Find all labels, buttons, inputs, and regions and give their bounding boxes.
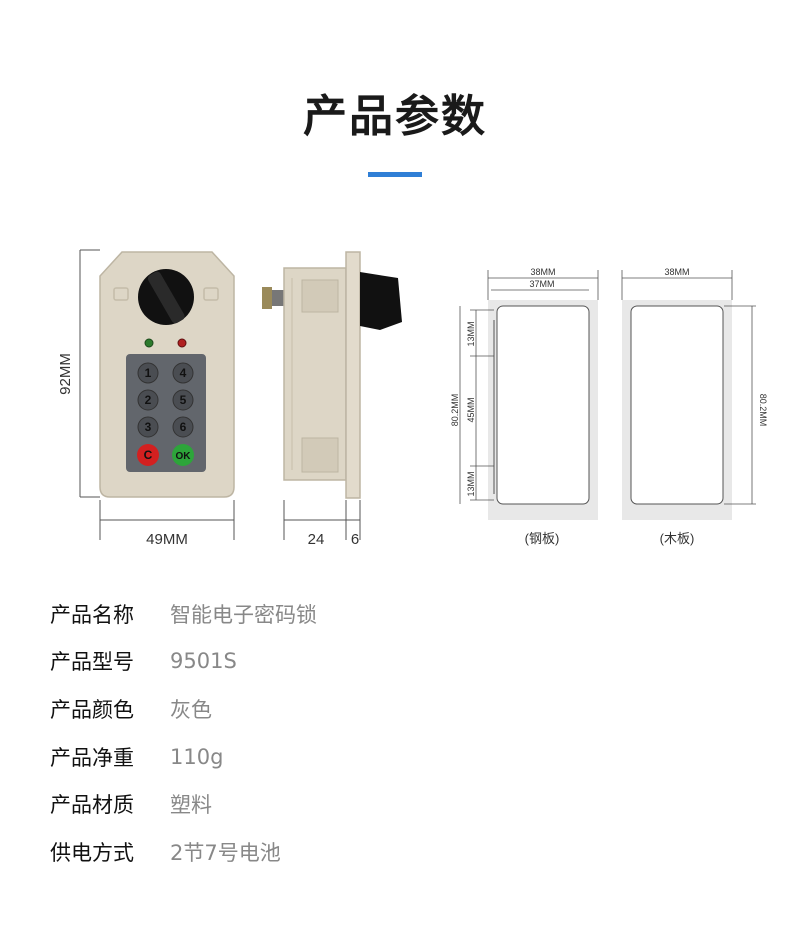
steel-height-label: 80.2MM (450, 394, 460, 427)
wood-caption: (木板) (660, 531, 695, 546)
title-underline (368, 172, 422, 177)
spec-row-model: 产品型号 9501S (50, 638, 317, 686)
wood-plate-diagram: 38MM 80.2MM (木板) (621, 267, 768, 546)
spec-row-weight: 产品净重 110g (50, 733, 317, 781)
spec-label: 供电方式 (50, 840, 134, 865)
side-knob (360, 272, 402, 330)
key-6: 6 (180, 420, 187, 434)
height-label: 92MM (57, 353, 74, 395)
side-view: 24 6 (262, 251, 402, 548)
spec-value: 110g (170, 744, 224, 769)
spec-value: 2节7号电池 (170, 840, 281, 865)
green-led (144, 338, 154, 348)
spec-row-power: 供电方式 2节7号电池 (50, 828, 317, 876)
spec-label: 产品颜色 (50, 697, 134, 722)
spec-label: 产品型号 (50, 650, 134, 675)
spec-value: 9501S (170, 649, 237, 674)
spec-label: 产品材质 (50, 793, 134, 818)
spec-value: 灰色 (170, 697, 212, 722)
spec-value: 塑料 (170, 793, 212, 818)
spec-list: 产品名称 智能电子密码锁 产品型号 9501S 产品颜色 灰色 产品净重 110… (50, 590, 317, 876)
spec-label: 产品名称 (50, 602, 134, 627)
key-3: 3 (145, 420, 152, 434)
front-view: 92MM 49MM 1 4 2 5 3 6 (57, 249, 235, 548)
spec-label: 产品净重 (50, 745, 134, 770)
width-label: 49MM (146, 531, 188, 548)
spec-row-material: 产品材质 塑料 (50, 780, 317, 828)
steel-inner-width-label: 37MM (529, 279, 554, 289)
steel-caption: (钢板) (525, 531, 560, 546)
face-plate (345, 251, 361, 499)
key-5: 5 (180, 393, 187, 407)
key-ok: OK (176, 451, 192, 462)
red-led (177, 338, 187, 348)
spec-value: 智能电子密码锁 (170, 602, 317, 627)
wood-width-label: 38MM (664, 267, 689, 277)
steel-bottom-label: 13MM (466, 471, 476, 496)
key-1: 1 (145, 366, 152, 380)
steel-top-label: 13MM (466, 321, 476, 346)
wood-height-label: 80.2MM (758, 394, 768, 427)
product-dimension-figure: 92MM 49MM 1 4 2 5 3 6 (57, 249, 768, 548)
keypad-panel (126, 354, 206, 472)
page-title: 产品参数 (303, 91, 487, 142)
depth-label: 24 (308, 531, 325, 548)
key-clear: C (144, 448, 153, 462)
spec-row-color: 产品颜色 灰色 (50, 685, 317, 733)
panel-label: 6 (351, 531, 359, 548)
steel-plate-diagram: 38MM 37MM 13MM 45MM 13MM 80.2MM (钢板) (450, 267, 599, 546)
key-2: 2 (145, 393, 152, 407)
key-4: 4 (180, 366, 187, 380)
steel-outer-width-label: 38MM (530, 267, 555, 277)
steel-middle-label: 45MM (466, 397, 476, 422)
spec-row-name: 产品名称 智能电子密码锁 (50, 590, 317, 638)
